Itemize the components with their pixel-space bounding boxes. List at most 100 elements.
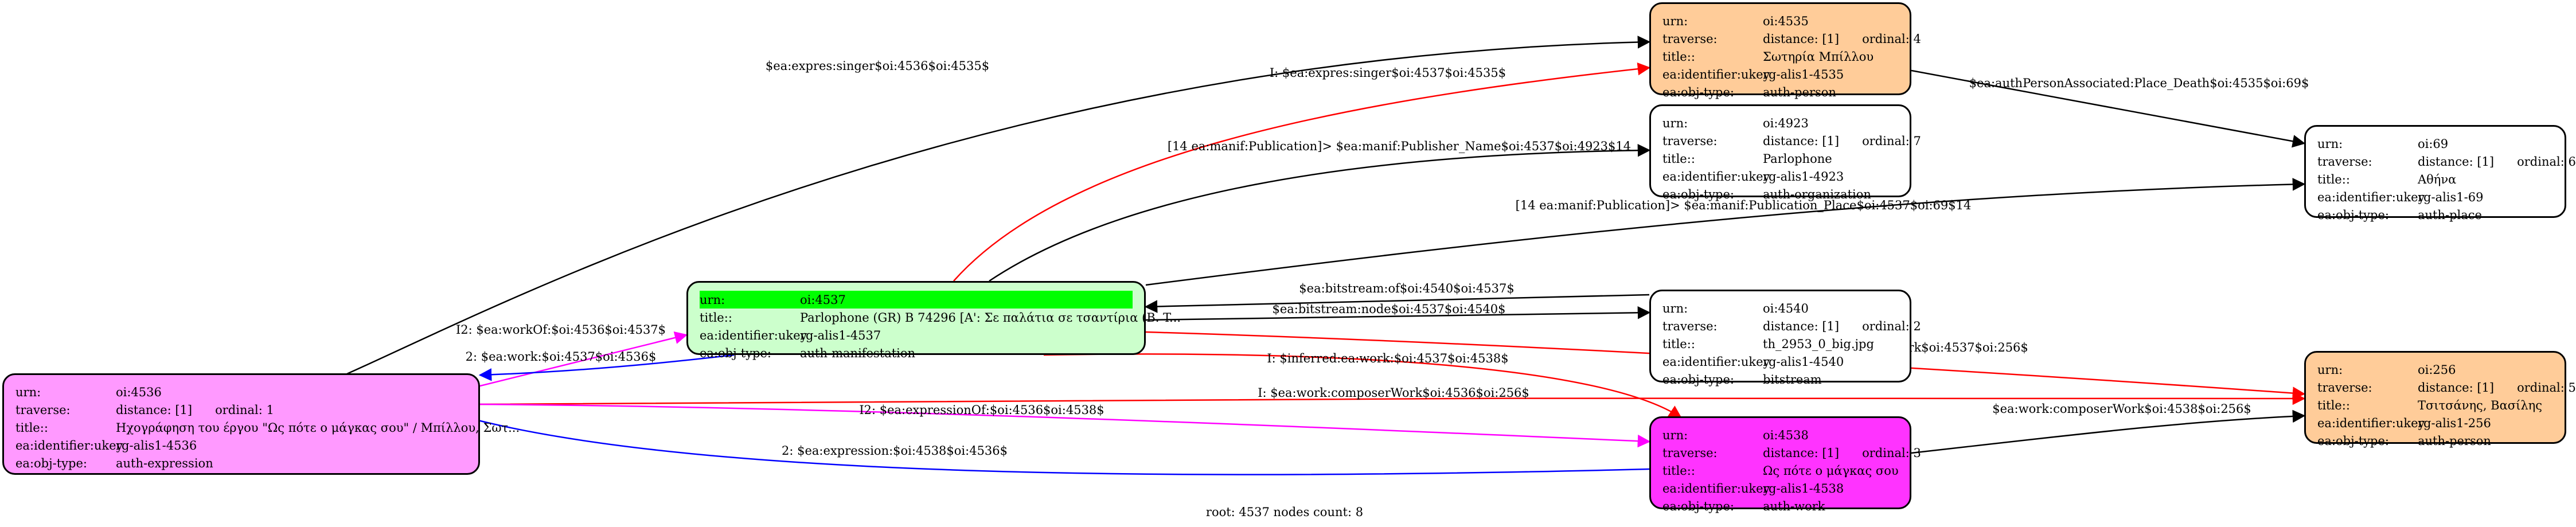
node-field-row: traverse: distance: [1]ordinal: 3 <box>1662 444 1921 462</box>
edge-n4536-n4538 <box>479 403 1651 448</box>
field-value-text: rg-alis1-4923 <box>1763 169 1844 184</box>
field-key: title:: <box>2317 398 2350 412</box>
edge-label: $ea:work:composerWork$oi:4538$oi:256$ <box>1992 402 2251 416</box>
field-key: title:: <box>1662 337 1695 351</box>
field-value-ordinal: ordinal: 2 <box>1862 319 1921 333</box>
field-value: Αθήνα <box>2418 173 2553 186</box>
field-key: traverse: <box>2317 380 2372 395</box>
node-oi-69[interactable]: urn: oi:69 traverse: distance: [1] ordinal: … <box>2304 125 2576 222</box>
node-field-row: urn: oi:4537 <box>700 291 1133 309</box>
field-value-text: rg-alis1-69 <box>2418 190 2484 204</box>
field-value: oi:69 <box>2418 137 2553 151</box>
field-key: ea:obj-type: <box>1662 499 1734 513</box>
node-field-row: traverse: distance: [1] ordinal: 6 <box>2317 153 2576 170</box>
field-value: oi:256 <box>2418 363 2553 377</box>
node-oi-4538[interactable]: urn:oi:4538 traverse: distance: [1]ordinal… <box>1649 416 1921 513</box>
field-value-ordinal: ordinal: 6 <box>2517 154 2576 169</box>
edge-label: [14 ea:manif:Publication]> $ea:manif:Pub… <box>1516 198 1972 212</box>
edge-n4536-n4535 <box>346 36 1651 375</box>
field-key: traverse: <box>1662 134 1718 148</box>
node-field-row: urn:oi:4538 <box>1662 426 1898 444</box>
field-value-text: auth-place <box>2418 208 2482 222</box>
field-key: traverse: <box>2317 154 2372 169</box>
edge-n4537-n4538 <box>1043 353 1682 419</box>
field-value-text: rg-alis1-4535 <box>1763 67 1844 81</box>
field-value-text: auth-person <box>1763 85 1836 99</box>
field-value-text: distance: [1] <box>1763 446 1840 460</box>
field-value: distance: [1]ordinal: 5 <box>2418 381 2576 395</box>
edge-n4536-n4537 <box>479 331 688 387</box>
field-value-text: distance: [1] <box>2418 380 2495 395</box>
field-value: Σωτηρία Μπίλλου <box>1763 50 1898 64</box>
field-key: urn: <box>2317 362 2343 377</box>
field-value: oi:4923 <box>1763 116 1898 130</box>
field-value-text: oi:4537 <box>800 292 846 307</box>
field-key: urn: <box>1662 116 1688 130</box>
field-value: distance: [1]ordinal: 4 <box>1763 32 1921 46</box>
field-value: auth-person <box>1763 85 1898 99</box>
node-oi-4923[interactable]: urn: oi:4923 traverse: distance: [1] ordinal… <box>1649 104 1921 201</box>
field-key: title:: <box>700 310 732 325</box>
field-value: Τσιτσάνης, Βασίλης <box>2418 399 2553 412</box>
field-value-text: rg-alis1-4536 <box>116 438 197 452</box>
field-key: ea:obj-type: <box>700 346 771 360</box>
edge-n4537-n4923 <box>989 143 1651 282</box>
node-field-row: ea:obj-type:auth-organization <box>1662 185 1898 203</box>
field-value-text: distance: [1] <box>116 403 193 417</box>
edge-label: 2: $ea:expression:$oi:4538$oi:4536$ <box>782 444 1008 458</box>
node-field-row: urn:oi:4536 <box>15 383 467 401</box>
node-field-row: ea:obj-type:auth-person <box>2317 432 2553 450</box>
field-key: ea:obj-type: <box>1662 372 1734 387</box>
field-key: urn: <box>1662 301 1688 315</box>
field-value: auth-work <box>1763 499 1898 513</box>
field-value-text: bitstream <box>1763 372 1822 387</box>
field-value-ordinal: ordinal: 7 <box>1862 134 1921 148</box>
field-value-text: distance: [1] <box>2418 154 2495 169</box>
node-field-row: title::th_2953_0_big.jpg <box>1662 335 1898 353</box>
field-value: auth-expression <box>116 456 467 470</box>
edge-label: $ea:bitstream:node$oi:4537$oi:4540$ <box>1272 302 1505 316</box>
field-key: title:: <box>15 420 48 435</box>
node-field-row: traverse:distance: [1]ordinal: 4 <box>1662 30 1921 48</box>
field-key: urn: <box>700 292 725 307</box>
field-key: traverse: <box>1662 446 1718 460</box>
field-value: distance: [1]ordinal: 3 <box>1763 446 1921 460</box>
node-oi-256[interactable]: urn: oi:256 traverse: distance: [1]ordinal:… <box>2304 351 2576 448</box>
node-field-row: ea:obj-type: bitstream <box>1662 370 1898 388</box>
edge-n4537-n4535 <box>953 62 1651 282</box>
field-value-text: oi:4540 <box>1763 301 1809 315</box>
node-field-row: title::Parlophone (GR) B 74296 [A': Σε π… <box>700 309 1181 326</box>
field-key: urn: <box>2317 136 2343 151</box>
field-value-text: rg-alis1-256 <box>2418 416 2491 430</box>
field-value: rg-alis1-4536 <box>116 439 467 452</box>
field-value: th_2953_0_big.jpg <box>1763 337 1898 351</box>
field-key: urn: <box>1662 14 1688 28</box>
field-key: ea:obj-type: <box>2317 208 2389 222</box>
field-value: oi:4537 <box>800 293 1133 307</box>
field-value-text: Ως πότε ο μάγκας σου <box>1763 463 1899 478</box>
node-field-row: ea:obj-type:auth-expression <box>15 454 467 472</box>
field-key: title:: <box>1662 49 1695 64</box>
field-value: rg-alis1-69 <box>2418 190 2553 204</box>
field-value-text: Σωτηρία Μπίλλου <box>1763 49 1874 64</box>
field-key: ea:obj-type: <box>1662 85 1734 99</box>
field-value-text: oi:4538 <box>1763 428 1809 442</box>
edge-label: [14 ea:manif:Publication]> $ea:manif:Pub… <box>1168 139 1631 153</box>
field-value-text: Parlophone (GR) B 74296 [A': Σε παλάτια … <box>800 310 1181 325</box>
edge-label: I2: $ea:workOf:$oi:4536$oi:4537$ <box>456 323 666 337</box>
field-value-text: oi:4536 <box>116 385 162 399</box>
field-key: ea:identifier:ukey <box>15 438 123 452</box>
field-value: rg-alis1-256 <box>2418 416 2553 430</box>
field-value-text: distance: [1] <box>1763 134 1840 148</box>
field-value-text: oi:256 <box>2418 362 2456 377</box>
field-value: bitstream <box>1763 373 1898 387</box>
field-value: distance: [1]ordinal: 2 <box>1763 319 1921 333</box>
